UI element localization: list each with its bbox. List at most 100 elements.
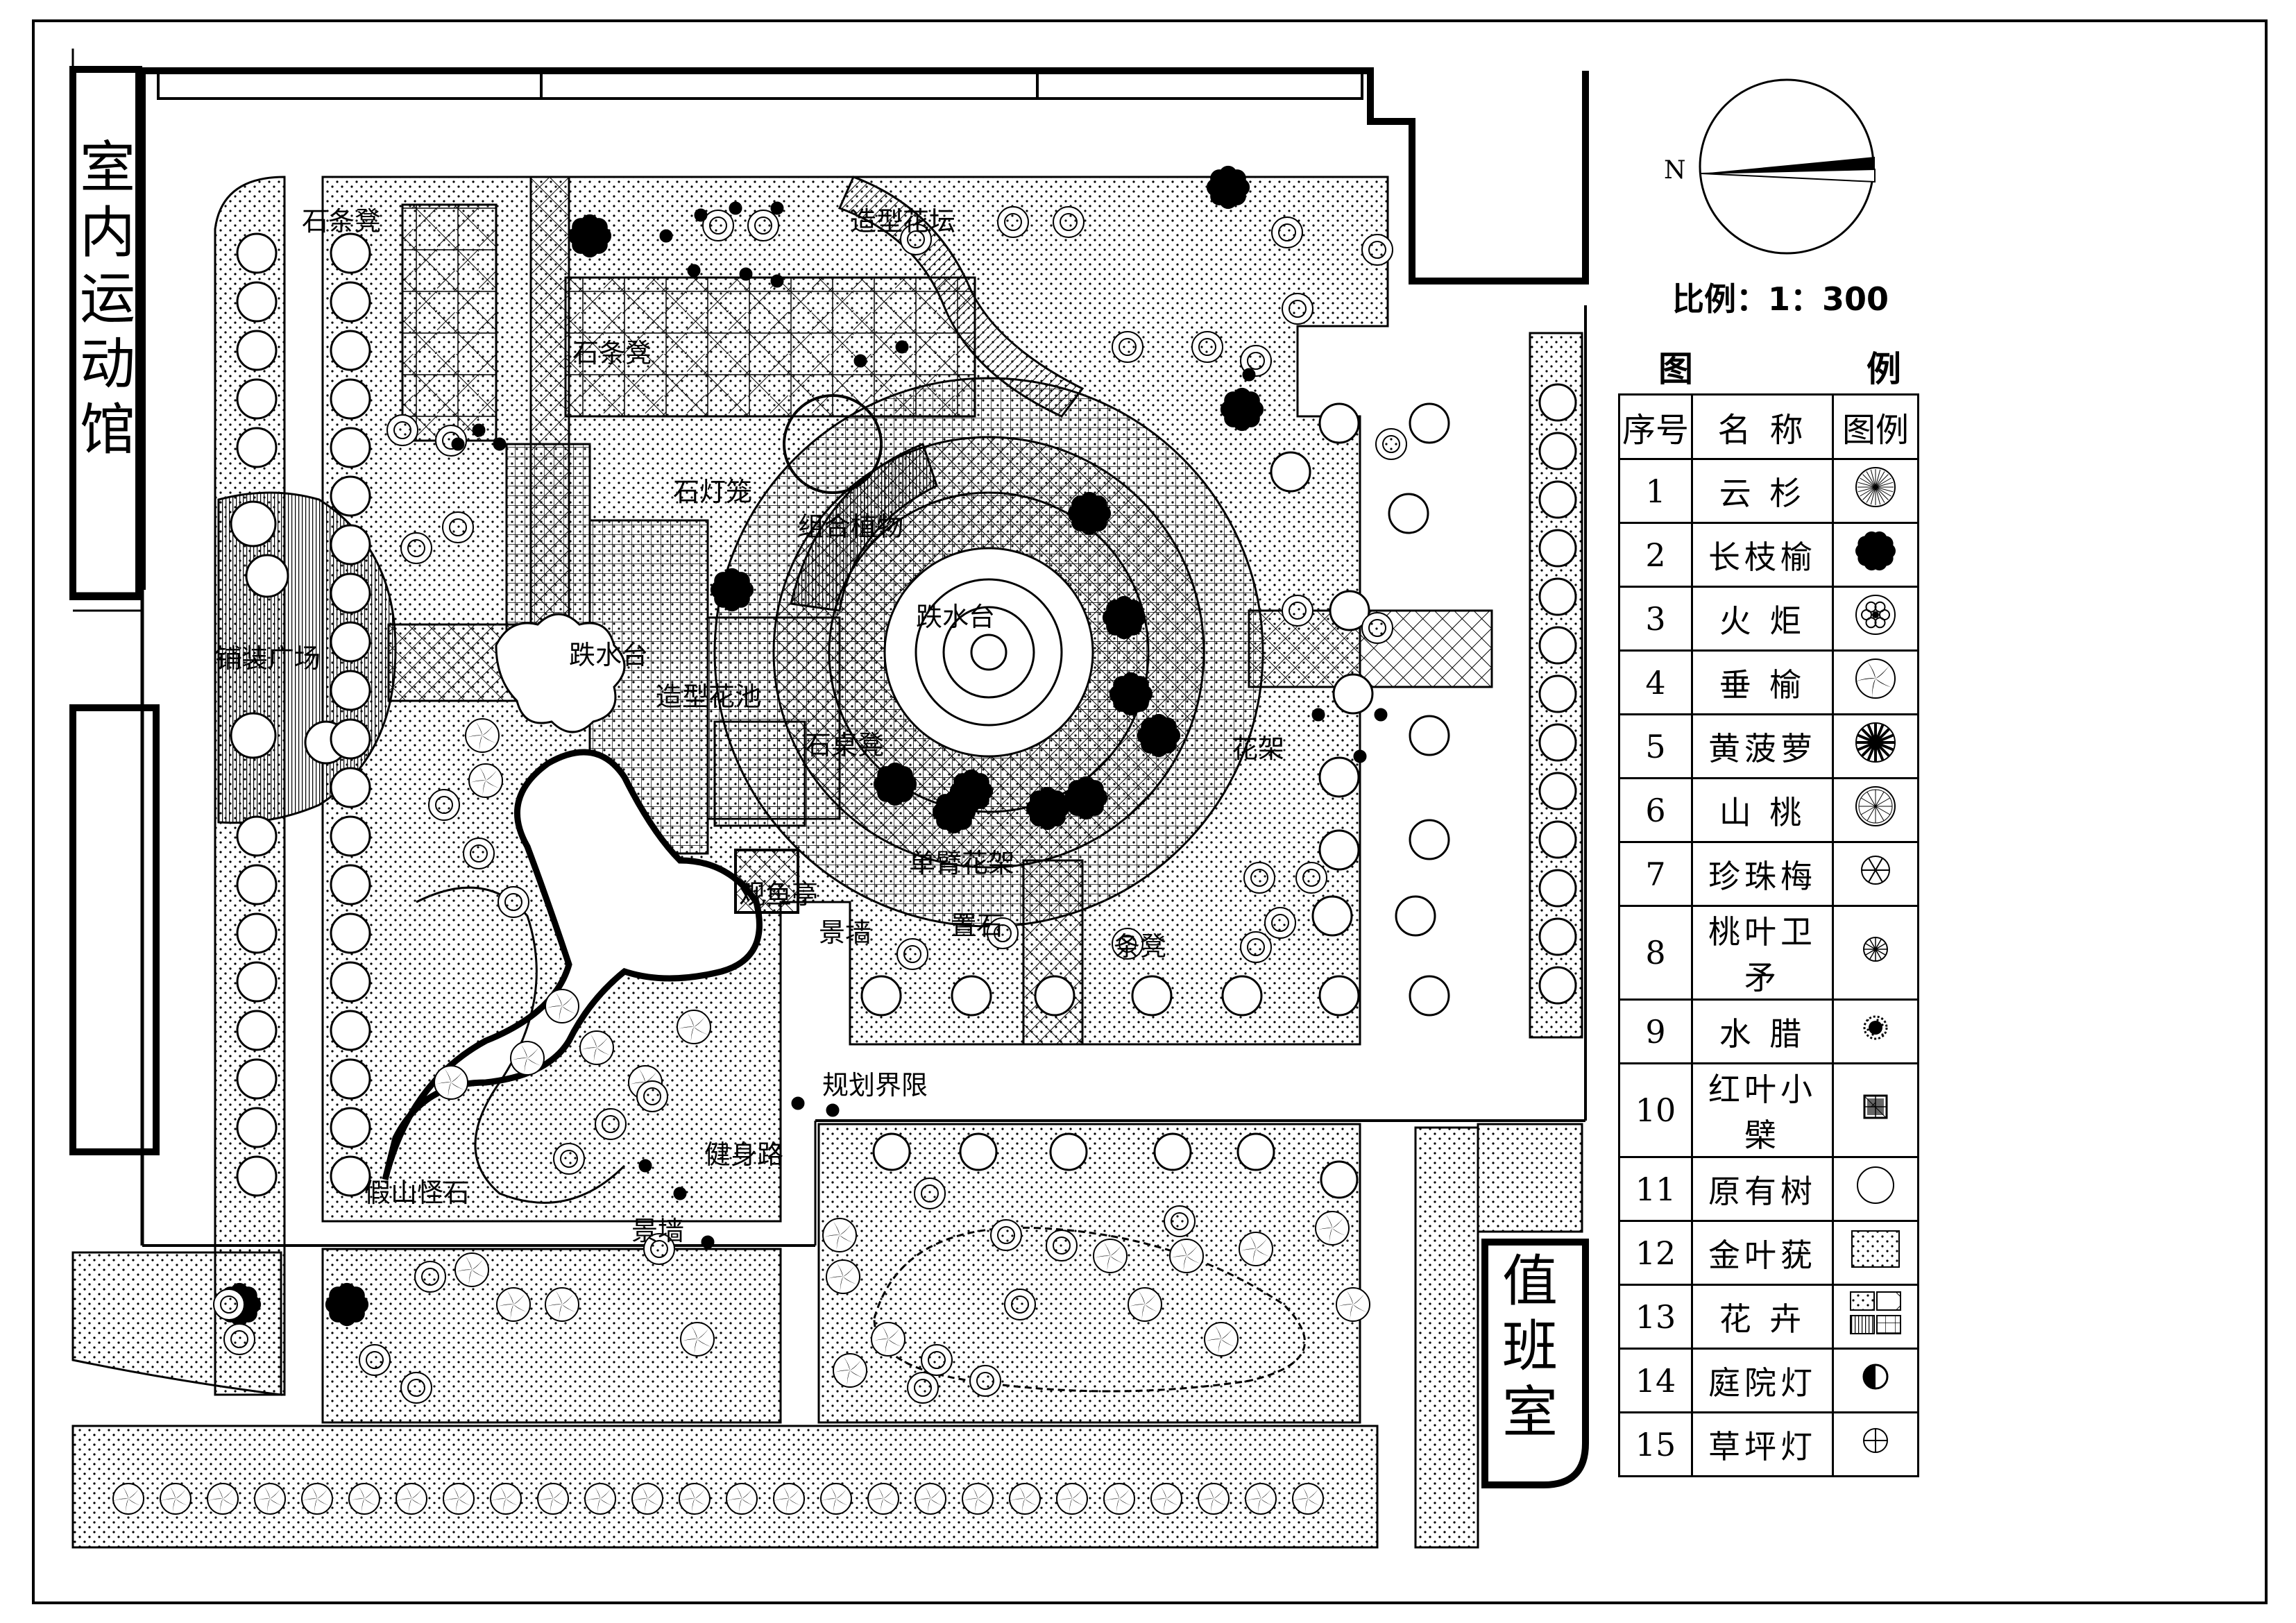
north-arrow <box>1699 78 1876 255</box>
legend-no: 6 <box>1618 777 1693 843</box>
label-stone-bench-top: 石条凳 <box>302 206 382 237</box>
mountain-peach-icon <box>1855 786 1896 826</box>
legend-no: 9 <box>1618 999 1693 1064</box>
legend-symbol <box>1832 1411 1919 1477</box>
spruce-icon <box>1855 467 1896 507</box>
label-planning-boundary: 规划界限 <box>822 1070 928 1101</box>
sheet-border <box>32 19 2268 1604</box>
legend-header-name: 名 称 <box>1691 393 1834 460</box>
label-paved-plaza: 铺装广场 <box>215 643 321 674</box>
legend-symbol <box>1832 999 1919 1064</box>
dense-flower-bed <box>790 443 938 612</box>
legend-symbol <box>1832 1220 1919 1286</box>
amur-cork-icon <box>1855 722 1896 763</box>
legend-name: 长枝榆 <box>1691 522 1834 588</box>
legend-name: 珍珠梅 <box>1691 841 1834 907</box>
legend-title: 图 例 <box>1658 341 1901 391</box>
label-fish-pavilion: 观鱼亭 <box>739 879 819 910</box>
legend-symbol <box>1832 905 1919 1001</box>
euonymus-icon <box>1863 936 1888 962</box>
label-placed-stone: 置石 <box>951 910 1004 941</box>
legend-no: 7 <box>1618 841 1693 907</box>
label-landscape-wall-mid: 景墙 <box>819 917 872 948</box>
legend-no: 4 <box>1618 649 1693 715</box>
legend-title-left: 图 <box>1658 349 1693 389</box>
barberry-icon <box>1863 1094 1888 1119</box>
legend-no: 12 <box>1618 1220 1693 1286</box>
tree-symbols <box>111 165 1577 1516</box>
legend-name: 桃叶卫矛 <box>1691 905 1834 1001</box>
label-rockery: 假山怪石 <box>364 1178 470 1208</box>
fish-pavilion-shape <box>734 849 799 914</box>
pearl-plum-icon <box>1861 856 1890 885</box>
legend-no: 13 <box>1618 1284 1693 1350</box>
legend-no: 11 <box>1618 1156 1693 1222</box>
indoor-gym-building <box>69 49 160 1155</box>
legend-no: 8 <box>1618 905 1693 1001</box>
label-shaped-pool: 造型花池 <box>656 681 762 712</box>
legend-symbol <box>1832 1156 1919 1222</box>
label-shaped-plants: 组合植物 <box>798 511 904 542</box>
legend-title-right: 例 <box>1866 349 1901 389</box>
legend-no: 5 <box>1618 713 1693 779</box>
legend-symbol <box>1832 458 1919 524</box>
legend-name: 山 桃 <box>1691 777 1834 843</box>
legend-name: 草坪灯 <box>1691 1411 1834 1477</box>
weeping-elm-icon <box>1854 658 1896 700</box>
legend-no: 14 <box>1618 1348 1693 1413</box>
label-stone-lamp: 石灯笼 <box>673 477 753 507</box>
legend-no: 2 <box>1618 522 1693 588</box>
cascade-flower-shape <box>495 613 626 733</box>
legend-symbol <box>1832 522 1919 588</box>
label-shaped-flower-bed: 造型花坛 <box>850 206 956 237</box>
flowers-icon <box>1850 1291 1901 1334</box>
privet-icon <box>1863 1015 1888 1040</box>
label-cascade-left: 跌水台 <box>569 640 649 670</box>
legend-name: 火 炬 <box>1691 586 1834 652</box>
legend-symbol <box>1832 1284 1919 1350</box>
label-corridor: 花架 <box>1232 733 1285 764</box>
label-stone-bench-mid: 石条凳 <box>572 338 652 368</box>
legend-name: 黄菠萝 <box>1691 713 1834 779</box>
legend-symbol <box>1832 586 1919 652</box>
pond-shape <box>382 749 763 1181</box>
label-cantilever-trellis: 单臂花架 <box>909 848 1015 878</box>
long-branch-elm-icon <box>1855 531 1896 571</box>
legend-name: 水 腊 <box>1691 999 1834 1064</box>
legend-name: 垂 榆 <box>1691 649 1834 715</box>
legend-name: 云 杉 <box>1691 458 1834 524</box>
legend-name: 原有树 <box>1691 1156 1834 1222</box>
legend-symbol <box>1832 1348 1919 1413</box>
label-landscape-wall-bottom: 景墙 <box>631 1216 685 1246</box>
duty-room-building <box>1481 1239 1589 1488</box>
legend-symbol <box>1832 1062 1919 1158</box>
duty-room-label: 值班室 <box>1502 1249 1558 1445</box>
label-bench-right: 条凳 <box>1114 931 1167 962</box>
legend-header-row: 序号 名 称 图例 <box>1618 393 1919 460</box>
stone-table-area <box>713 720 806 827</box>
legend-symbol <box>1832 649 1919 715</box>
scale-text: 比例：1：300 <box>1672 280 1889 318</box>
legend-name: 金叶莸 <box>1691 1220 1834 1286</box>
legend-no: 3 <box>1618 586 1693 652</box>
label-fitness-path: 健身路 <box>704 1139 784 1170</box>
existing-tree-icon <box>1857 1166 1894 1204</box>
legend-name: 花 卉 <box>1691 1284 1834 1350</box>
legend-no: 10 <box>1618 1062 1693 1158</box>
